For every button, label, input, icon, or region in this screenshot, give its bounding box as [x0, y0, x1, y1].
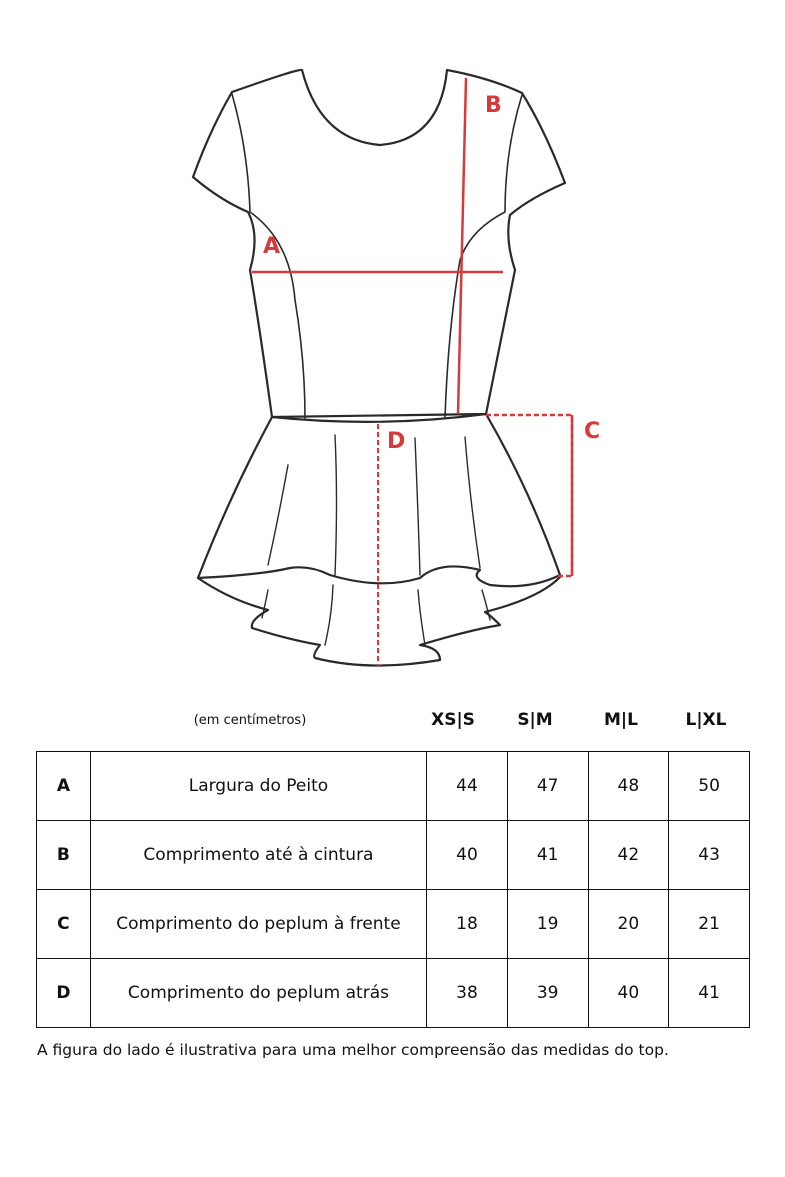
peplum-fold	[464, 436, 481, 569]
peplum-fold	[481, 589, 491, 621]
size-header-xs-s: XS|S	[431, 710, 475, 730]
peplum-fold	[261, 589, 269, 619]
cell-value: 38	[426, 958, 508, 1028]
peplum-fold	[324, 584, 334, 646]
cell-value: 41	[506, 820, 589, 890]
back-peplum	[196, 575, 562, 667]
row-label: Comprimento do peplum atrás	[89, 958, 428, 1028]
label-c: C	[584, 419, 600, 444]
peplum-fold	[417, 589, 426, 646]
unit-note: (em centímetros)	[193, 713, 307, 728]
cell-value: 42	[587, 820, 670, 890]
bodice-outline	[191, 68, 567, 419]
row-letter: B	[36, 820, 91, 890]
peplum-fold	[414, 437, 421, 576]
cell-value: 39	[506, 958, 589, 1028]
cell-value: 40	[587, 958, 670, 1028]
cell-value: 48	[587, 751, 670, 821]
cell-value: 44	[426, 751, 508, 821]
size-chart-table: A Largura do Peito 44 47 48 50 B Comprim…	[36, 751, 750, 1028]
row-letter: A	[36, 751, 91, 821]
measure-line-b	[456, 77, 468, 415]
cell-value: 18	[426, 889, 508, 959]
label-b: B	[485, 93, 502, 118]
peplum-fold	[267, 464, 289, 566]
row-label: Comprimento até à cintura	[89, 820, 428, 890]
cell-value: 50	[668, 751, 750, 821]
cell-value: 19	[506, 889, 589, 959]
cell-value: 40	[426, 820, 508, 890]
size-header-l-xl: L|XL	[685, 710, 727, 730]
label-a: A	[263, 234, 280, 259]
measure-line-c	[486, 413, 574, 578]
row-letter: D	[36, 958, 91, 1028]
label-d: D	[387, 429, 405, 454]
peplum-fold	[334, 434, 338, 576]
table-row: B Comprimento até à cintura 40 41 42 43	[36, 820, 750, 890]
row-label: Largura do Peito	[89, 751, 428, 821]
cell-value: 41	[668, 958, 750, 1028]
table-row: A Largura do Peito 44 47 48 50	[36, 751, 750, 821]
right-seam	[444, 94, 523, 419]
cell-value: 43	[668, 820, 750, 890]
cell-value: 20	[587, 889, 670, 959]
cell-value: 21	[668, 889, 750, 959]
footnote: A figura do lado é ilustrativa para uma …	[37, 1041, 669, 1059]
row-letter: C	[36, 889, 91, 959]
size-header-m-l: M|L	[604, 710, 638, 730]
cell-value: 47	[506, 751, 589, 821]
table-row: D Comprimento do peplum atrás 38 39 40 4…	[36, 958, 750, 1028]
table-row: C Comprimento do peplum à frente 18 19 2…	[36, 889, 750, 959]
peplum-top-diagram: A B C D	[191, 68, 600, 667]
row-label: Comprimento do peplum à frente	[89, 889, 428, 959]
left-seam	[231, 93, 306, 419]
peplum-outline	[196, 412, 562, 588]
size-header-s-m: S|M	[517, 710, 553, 730]
